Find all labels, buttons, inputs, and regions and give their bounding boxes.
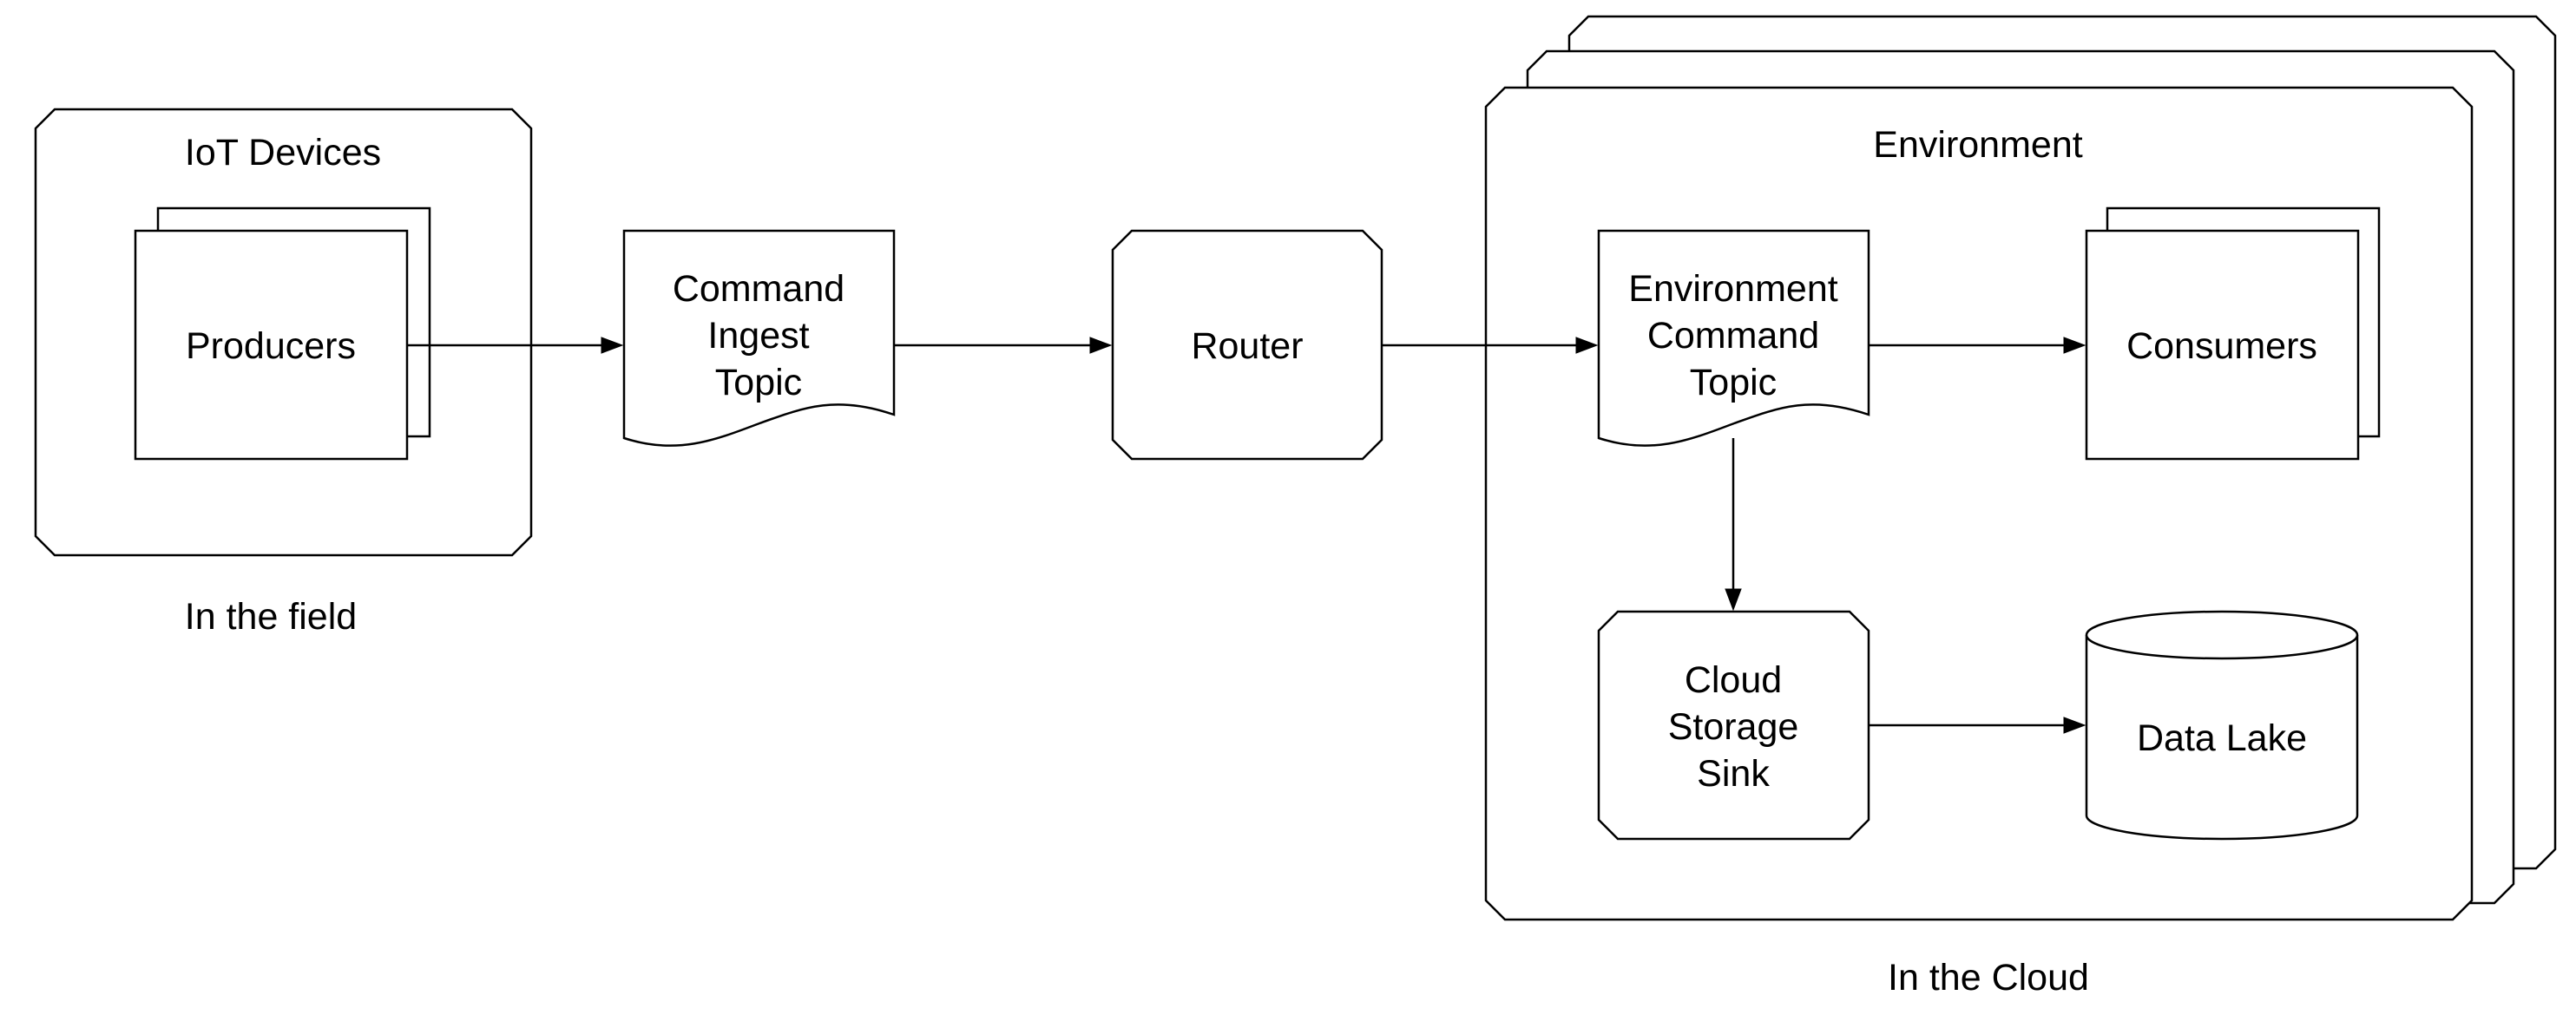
arrowhead (601, 337, 624, 354)
router-node[interactable]: Router (1111, 229, 1383, 461)
environment-command-topic-node[interactable]: Environment Command Topic (1597, 229, 1870, 447)
producers-label: Producers (186, 325, 356, 367)
environment-command-topic-line-1: Environment (1628, 268, 1837, 310)
environment-title: Environment (1873, 124, 2082, 166)
iot-devices-title: IoT Devices (185, 132, 381, 174)
environment-command-topic-line-3: Topic (1690, 362, 1777, 403)
data-lake-label: Data Lake (2137, 717, 2307, 759)
cloud-storage-sink-shape (1597, 610, 1870, 841)
consumers-label: Consumers (2126, 325, 2317, 367)
consumers-front-card (2085, 229, 2360, 461)
arrowhead (1725, 588, 1742, 612)
data-lake-top (2085, 610, 2359, 660)
command-ingest-topic-line-2: Ingest (707, 315, 809, 357)
data-lake-body (2085, 635, 2359, 841)
command-ingest-topic-shape (622, 229, 896, 447)
edge-ingest-topic-to-router (894, 337, 1113, 354)
edge-environment-topic-to-storage-sink (1725, 438, 1742, 612)
cloud-storage-sink-node[interactable]: Cloud Storage Sink (1597, 610, 1870, 841)
router-shape (1111, 229, 1383, 461)
arrowhead (1575, 337, 1599, 354)
command-ingest-topic-line-1: Command (673, 268, 844, 310)
arrowhead (1089, 337, 1113, 354)
command-ingest-topic-node[interactable]: Command Ingest Topic (622, 229, 896, 447)
cloud-storage-sink-line-1: Cloud (1685, 659, 1782, 701)
cloud-storage-sink-line-2: Storage (1668, 706, 1799, 748)
edge-producers-to-ingest-topic (407, 337, 624, 354)
router-label: Router (1191, 325, 1303, 367)
producers-node[interactable]: Producers (134, 206, 431, 461)
in-the-cloud-caption: In the Cloud (1888, 957, 2089, 999)
in-the-field-caption: In the field (185, 596, 357, 638)
edge-environment-topic-to-consumers (1869, 337, 2086, 354)
data-lake-node[interactable]: Data Lake (2085, 610, 2359, 841)
arrowhead (2063, 337, 2086, 354)
environment-command-topic-shape (1597, 229, 1870, 447)
edge-router-to-environment-topic (1382, 337, 1599, 354)
command-ingest-topic-line-3: Topic (715, 362, 802, 403)
environment-command-topic-line-2: Command (1647, 315, 1819, 357)
consumers-node[interactable]: Consumers (2085, 206, 2381, 461)
arrowhead (2063, 717, 2086, 734)
cloud-storage-sink-line-3: Sink (1697, 753, 1770, 795)
edge-storage-sink-to-data-lake (1869, 717, 2086, 734)
